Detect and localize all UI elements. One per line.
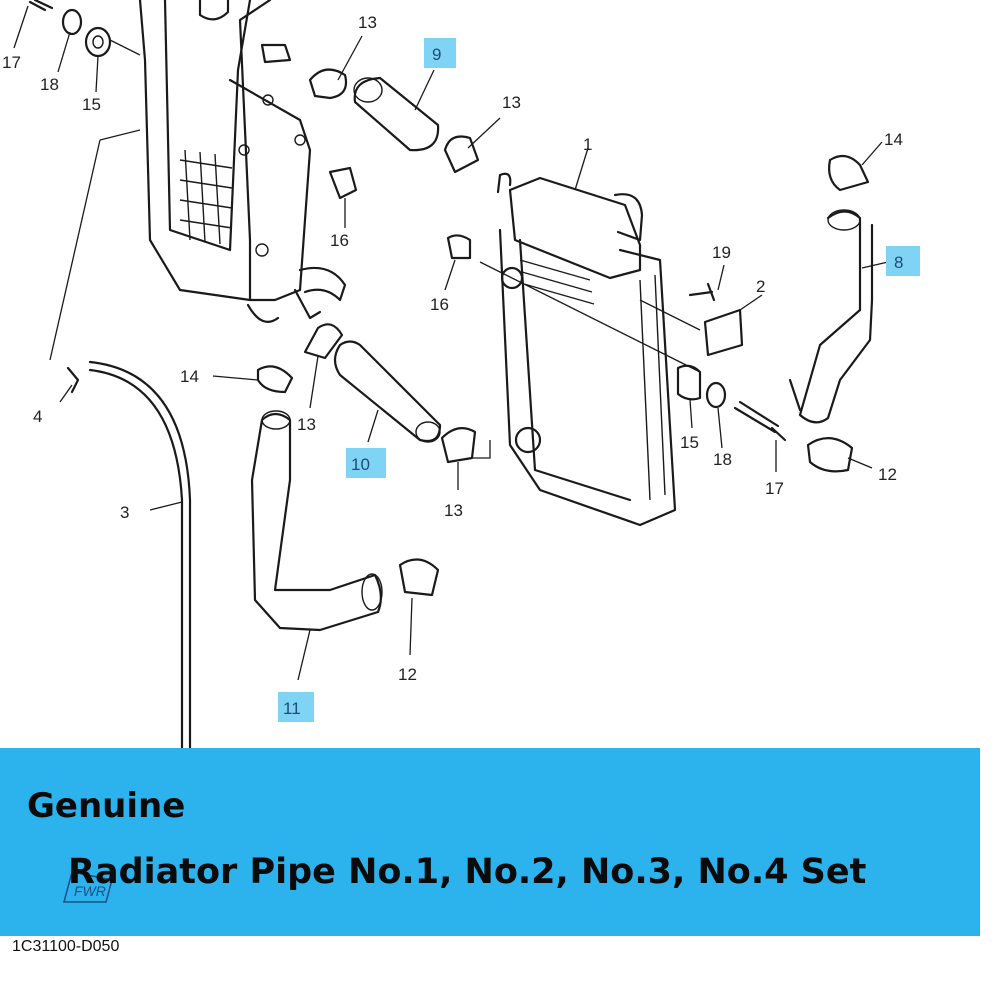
grommet-15-right [676, 364, 702, 401]
pipe-10 [333, 340, 442, 443]
washer-18-left [61, 8, 83, 36]
callout-4: 4 [33, 407, 42, 426]
pipe-11 [250, 410, 383, 632]
left-hardware [28, 0, 358, 200]
callout-17: 17 [765, 479, 784, 498]
callout-18: 18 [40, 75, 59, 94]
svg-text:FWR: FWR [74, 883, 106, 899]
title-banner: FWR Genuine Radiator Pipe No.1, No.2, No… [0, 748, 980, 936]
highlight-8 [886, 246, 920, 276]
callout-16: 16 [430, 295, 449, 314]
bolt-17-left [28, 0, 54, 12]
bolt-19 [688, 282, 716, 302]
callout-13: 13 [297, 415, 316, 434]
callout-2: 2 [756, 277, 765, 296]
pipe-8 [788, 209, 874, 424]
banner-genuine-label: Genuine [27, 786, 186, 826]
callout-13: 13 [502, 93, 521, 112]
clamps-12-14 [256, 154, 870, 597]
clamp-13-bottom [440, 427, 477, 464]
hose-3 [49, 129, 192, 767]
callout-16: 16 [330, 231, 349, 250]
callout-3: 3 [120, 503, 129, 522]
callout-labels: 17 18 15 13 13 1 14 19 2 16 16 14 4 13 1… [2, 13, 920, 722]
callout-15: 15 [680, 433, 699, 452]
highlight-9 [424, 38, 456, 68]
highlight-10 [346, 448, 386, 478]
bolt-16-left [328, 166, 358, 200]
callout-14: 14 [180, 367, 199, 386]
label-2 [703, 308, 744, 357]
highlight-11 [278, 692, 314, 722]
callout-12: 12 [398, 665, 417, 684]
clamp-14-left [256, 365, 294, 394]
right-hardware [446, 234, 787, 442]
leader-lines [13, 5, 889, 681]
callout-19: 19 [712, 243, 731, 262]
left-radiator [138, 0, 347, 323]
callout-8: 8 [894, 253, 903, 272]
callout-11: 11 [283, 699, 301, 718]
pipe-9 [353, 76, 440, 152]
callout-15: 15 [82, 95, 101, 114]
clamps-13 [303, 68, 480, 464]
clamp-14-right [828, 154, 870, 192]
callout-18: 18 [713, 450, 732, 469]
bolt-16-right [446, 234, 472, 260]
callout-12: 12 [878, 465, 897, 484]
callout-1: 1 [583, 135, 592, 154]
clamp-12-bottom [398, 558, 440, 597]
callout-10: 10 [351, 455, 370, 474]
washer-18-right [705, 381, 727, 409]
callout-9: 9 [432, 45, 441, 64]
fwr-watermark-logo: FWR [63, 871, 113, 903]
clamp-13-left [303, 323, 344, 360]
callout-17: 17 [2, 53, 21, 72]
part-number: 1C31100-D050 [12, 938, 120, 955]
callout-13: 13 [444, 501, 463, 520]
grommet-15-left [84, 26, 112, 58]
callout-14: 14 [884, 130, 903, 149]
clamp-13-mid [443, 135, 480, 174]
clip-4 [66, 366, 80, 394]
clamp-13-top [308, 68, 348, 100]
bolt-17-right [733, 400, 787, 442]
callout-13: 13 [358, 13, 377, 32]
banner-product-title: Radiator Pipe No.1, No.2, No.3, No.4 Set [68, 852, 867, 892]
right-radiator [496, 172, 677, 527]
clamp-12-right [806, 437, 854, 473]
